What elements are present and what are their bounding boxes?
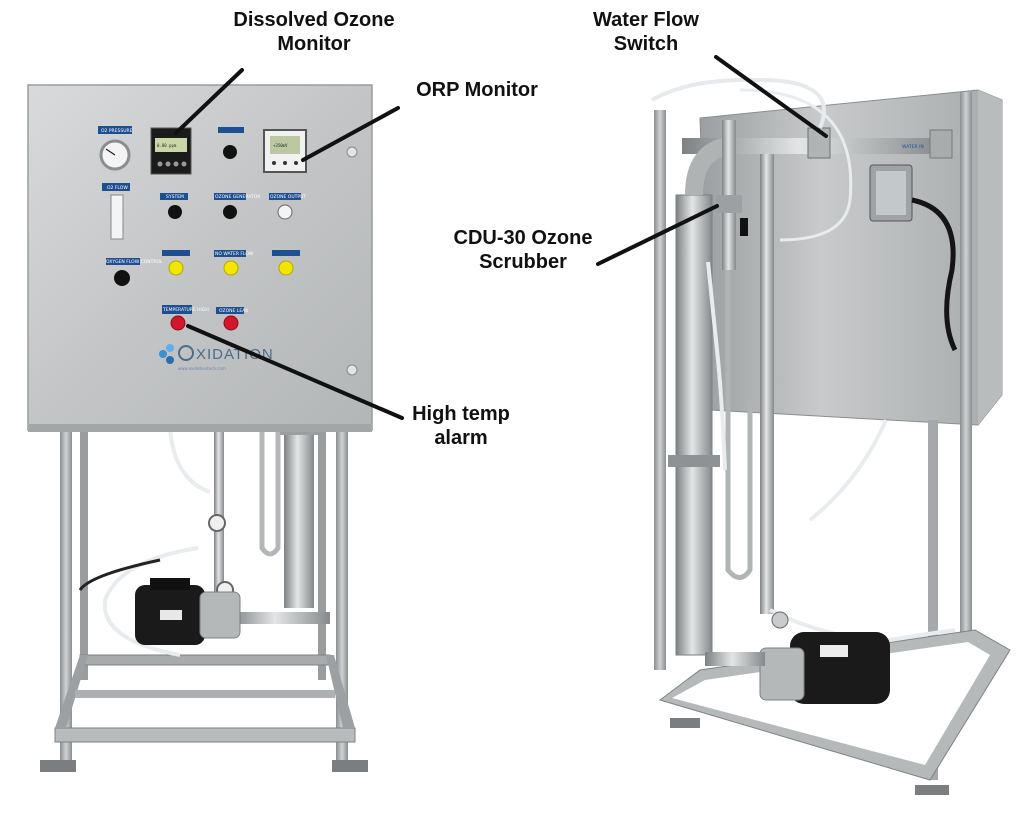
base-left-rail xyxy=(55,655,88,728)
base-front-rail xyxy=(54,727,356,743)
right-u-tube xyxy=(725,270,753,580)
water-in-label: WATER IN xyxy=(902,144,924,150)
enclosure-side xyxy=(978,90,1002,425)
high-temp-callout-line1: High temp xyxy=(412,403,510,425)
black-cable-right xyxy=(911,197,958,352)
panel-screw-top-right xyxy=(346,146,358,158)
cdu30-scrubber-callout: CDU-30 Ozone Scrubber xyxy=(438,226,608,274)
high-temp-leader xyxy=(186,324,404,420)
water-flow-switch-callout: Water Flow Switch xyxy=(586,8,706,56)
base-right-rail xyxy=(326,655,355,728)
scrubber-callout-line2: Scrubber xyxy=(479,251,567,273)
right-foot-front xyxy=(915,785,949,795)
u-tube xyxy=(259,430,281,557)
o2-pressure-label: O2 PRESSURE xyxy=(101,128,133,134)
orp-monitor-leader xyxy=(301,106,400,162)
oxidation-logo: XIDATION www.oxidationtech.com xyxy=(159,344,274,371)
scrubber-callout-line1: CDU-30 Ozone xyxy=(453,227,593,249)
left-rear-leg xyxy=(80,430,88,680)
left-ozone-system: O2 PRESSURE O2 FLOW 0.00 ppm +350mV SYST… xyxy=(27,84,373,772)
dissolved-ozone-monitor-callout: Dissolved Ozone Monitor xyxy=(214,8,414,56)
yellow-indicator-2 xyxy=(223,260,239,276)
black-cable xyxy=(78,558,161,591)
right-rear-leg xyxy=(318,430,326,680)
enclosure-bottom-edge xyxy=(28,424,372,432)
oxygen-flow-control-label: OXYGEN FLOW CONTROL xyxy=(106,259,163,265)
base-mid-rail xyxy=(75,690,335,698)
right-unit-back-leg-right xyxy=(960,92,972,712)
high-temp-alarm-callout: High temp alarm xyxy=(396,402,526,450)
right-unit-back-leg-left xyxy=(654,110,666,670)
ozone-output-label: OZONE OUTPUT xyxy=(270,194,306,200)
booster-pump xyxy=(135,578,241,645)
system-switch xyxy=(168,205,182,219)
o2-flow-meter xyxy=(110,194,124,240)
ozone-output-knob xyxy=(277,204,293,220)
ozone-leak-label: OZONE LEAK xyxy=(219,308,249,314)
system-label: SYSTEM xyxy=(166,194,184,200)
horizontal-pipe xyxy=(230,612,330,624)
right-ozone-system: WATER IN xyxy=(650,77,1011,795)
ozone-generator-switch xyxy=(223,205,237,219)
top-selector-switch xyxy=(223,145,237,159)
dissolved-ozone-callout-line2: Monitor xyxy=(277,33,351,55)
svg-text:+350mV: +350mV xyxy=(273,143,288,148)
vertical-pipe xyxy=(214,428,224,638)
no-water-flow-label: NO WATER FLOW xyxy=(215,251,254,257)
right-foot-left xyxy=(670,718,700,728)
o2-pressure-label-plate xyxy=(98,126,132,134)
yellow-indicator-3 xyxy=(278,260,294,276)
panel-screw-bottom-right xyxy=(346,364,358,376)
ozone-generator-label: OZONE GENERATOR xyxy=(215,194,260,200)
pressure-gauge-lower xyxy=(208,514,226,532)
temperature-high-label: TEMPERATURE HIGH xyxy=(162,307,209,313)
ozone-leak-alarm-light xyxy=(223,315,239,331)
water-flow-leader xyxy=(714,55,828,138)
oxygen-flow-control-knob xyxy=(114,270,130,286)
svg-text:0.00 ppm: 0.00 ppm xyxy=(157,143,177,148)
water-flow-callout-line2: Switch xyxy=(613,33,679,55)
white-tubing xyxy=(102,429,211,657)
orp-monitor-callout: ORP Monitor xyxy=(402,78,552,102)
high-temp-alarm-light xyxy=(170,315,186,331)
control-panel-enclosure xyxy=(27,84,373,431)
water-flow-callout-line1: Water Flow xyxy=(593,9,699,31)
foot-right xyxy=(332,760,368,772)
high-temp-callout-line2: alarm xyxy=(434,427,488,449)
brand-name: XIDATION xyxy=(196,346,274,363)
callout-leader-lines xyxy=(174,55,828,420)
dissolved-ozone-leader xyxy=(174,68,244,135)
scrubber-column xyxy=(284,428,314,608)
orp-monitor-callout-text: ORP Monitor xyxy=(416,79,538,101)
foot-left xyxy=(40,760,76,772)
scrubber-leader xyxy=(596,204,719,266)
flow-switch-tubing xyxy=(650,77,826,129)
yellow-indicator-1 xyxy=(168,260,184,276)
right-booster-pump xyxy=(705,611,890,704)
o2-flow-label-plate xyxy=(102,183,130,191)
o2-flow-label: O2 FLOW xyxy=(107,185,128,191)
left-front-leg xyxy=(60,425,72,770)
brand-url: www.oxidationtech.com xyxy=(178,366,226,371)
dissolved-ozone-callout-line1: Dissolved Ozone xyxy=(233,9,395,31)
right-unit-front-leg xyxy=(928,420,938,780)
cdu30-scrubber-column xyxy=(675,194,713,656)
base-rear-rail xyxy=(79,654,331,666)
right-vertical-pipe xyxy=(760,154,774,614)
